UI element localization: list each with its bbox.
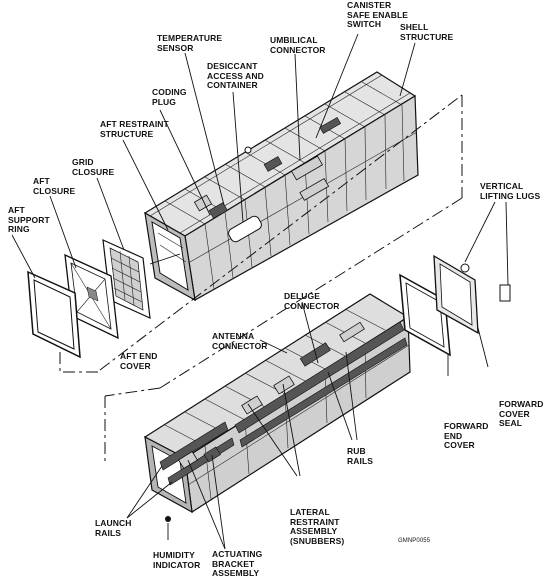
label-canister-safe-enable-switch: CANISTER SAFE ENABLE SWITCH	[347, 0, 409, 29]
label-aft-end-cover: AFT END COVER	[120, 351, 158, 371]
forward-cover-seal-part	[433, 254, 511, 335]
label-temperature-sensor: TEMPERATURE SENSOR	[157, 33, 223, 53]
label-forward-end-cover: FORWARD END COVER	[444, 421, 489, 450]
label-actuating-bracket-assembly: ACTUATING BRACKET ASSEMBLY	[212, 549, 263, 578]
label-forward-cover-seal: FORWARD COVER SEAL	[499, 399, 544, 428]
label-umbilical-connector: UMBILICAL CONNECTOR	[270, 35, 326, 55]
aft-support-ring-part	[27, 270, 81, 359]
label-vertical-lifting-lugs: VERTICAL LIFTING LUGS	[480, 181, 541, 201]
label-deluge-connector: DELUGE CONNECTOR	[284, 291, 340, 311]
label-aft-support-ring: AFT SUPPORT RING	[8, 205, 50, 234]
leader-lines	[11, 33, 509, 550]
lower-canister-shell	[143, 293, 411, 514]
label-aft-closure: AFT CLOSURE	[33, 176, 76, 196]
label-desiccant-access-container: DESICCANT ACCESS AND CONTAINER	[207, 61, 264, 90]
label-shell-structure: SHELL STRUCTURE	[400, 22, 454, 42]
label-rub-rails: RUB RAILS	[347, 446, 373, 466]
label-aft-restraint-structure: AFT RESTRAINT STRUCTURE	[100, 119, 169, 139]
label-launch-rails: LAUNCH RAILS	[95, 518, 132, 538]
label-figure-id: GMNP0055	[398, 538, 431, 544]
label-grid-closure: GRID CLOSURE	[72, 157, 115, 177]
label-lateral-restraint-assembly: LATERAL RESTRAINT ASSEMBLY (SNUBBERS)	[290, 507, 345, 546]
grid-closure-part	[102, 239, 151, 319]
label-humidity-indicator: HUMIDITY INDICATOR	[153, 550, 201, 570]
forward-end-cover-part	[399, 273, 451, 357]
upper-canister-shell	[143, 71, 419, 302]
aft-closure-part	[64, 253, 119, 340]
label-coding-plug: CODING PLUG	[152, 87, 187, 107]
label-antenna-connector: ANTENNA CONNECTOR	[212, 331, 268, 351]
